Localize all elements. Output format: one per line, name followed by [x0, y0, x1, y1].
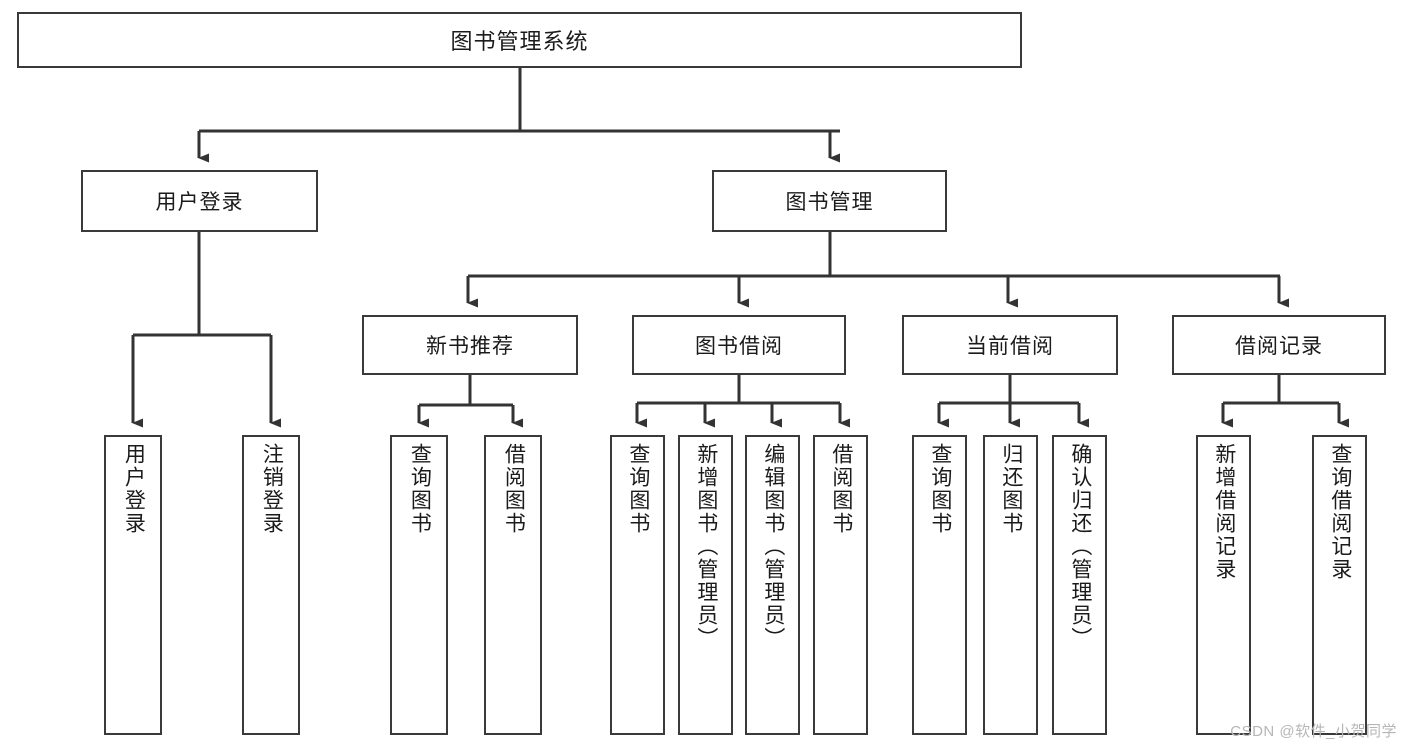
node-root[interactable]: 图书管理系统 [17, 12, 1022, 68]
node-book-manage-label: 图书管理 [785, 191, 874, 214]
watermark: CSDN @软件_小贺同学 [1230, 723, 1397, 740]
node-leaf-edit-book-label: 编辑图书（管理员） [761, 443, 785, 650]
node-leaf-query-book-1[interactable]: 查询图书 [390, 435, 448, 735]
node-borrow-record[interactable]: 借阅记录 [1172, 315, 1386, 375]
node-new-book-recommend-label: 新书推荐 [426, 335, 514, 358]
node-current-borrow-label: 当前借阅 [966, 335, 1054, 358]
node-leaf-query-book-2[interactable]: 查询图书 [610, 435, 665, 735]
node-leaf-edit-book[interactable]: 编辑图书（管理员） [745, 435, 800, 735]
node-leaf-confirm-return-label: 确认归还（管理员） [1068, 443, 1092, 650]
node-book-borrow-label: 图书借阅 [695, 335, 783, 358]
node-leaf-confirm-return[interactable]: 确认归还（管理员） [1052, 435, 1107, 735]
node-leaf-user-login[interactable]: 用户登录 [104, 435, 162, 735]
node-user-login[interactable]: 用户登录 [81, 170, 318, 232]
node-leaf-query-book-1-label: 查询图书 [408, 443, 432, 535]
node-leaf-logout-label: 注销登录 [260, 443, 284, 535]
node-leaf-borrow-book-2[interactable]: 借阅图书 [813, 435, 868, 735]
node-current-borrow[interactable]: 当前借阅 [902, 315, 1118, 375]
node-leaf-return-book[interactable]: 归还图书 [983, 435, 1038, 735]
node-leaf-borrow-book-1-label: 借阅图书 [502, 443, 526, 535]
node-leaf-borrow-book-2-label: 借阅图书 [829, 443, 853, 535]
node-leaf-add-record-label: 新增借阅记录 [1212, 443, 1236, 581]
node-leaf-user-login-label: 用户登录 [122, 443, 146, 535]
node-leaf-borrow-book-1[interactable]: 借阅图书 [484, 435, 542, 735]
node-borrow-record-label: 借阅记录 [1235, 335, 1323, 358]
node-leaf-return-book-label: 归还图书 [999, 443, 1023, 535]
node-book-manage[interactable]: 图书管理 [712, 170, 947, 232]
node-leaf-add-book[interactable]: 新增图书（管理员） [678, 435, 733, 735]
node-user-login-label: 用户登录 [155, 191, 244, 214]
node-root-label: 图书管理系统 [450, 29, 589, 54]
node-book-borrow[interactable]: 图书借阅 [632, 315, 846, 375]
node-leaf-query-record-label: 查询借阅记录 [1328, 443, 1352, 581]
node-leaf-query-book-2-label: 查询图书 [626, 443, 650, 535]
node-leaf-logout[interactable]: 注销登录 [242, 435, 300, 735]
node-new-book-recommend[interactable]: 新书推荐 [362, 315, 578, 375]
node-leaf-query-book-3-label: 查询图书 [928, 443, 952, 535]
node-leaf-add-book-label: 新增图书（管理员） [694, 443, 718, 650]
node-leaf-query-record[interactable]: 查询借阅记录 [1312, 435, 1367, 735]
node-leaf-add-record[interactable]: 新增借阅记录 [1196, 435, 1251, 735]
node-leaf-query-book-3[interactable]: 查询图书 [912, 435, 967, 735]
